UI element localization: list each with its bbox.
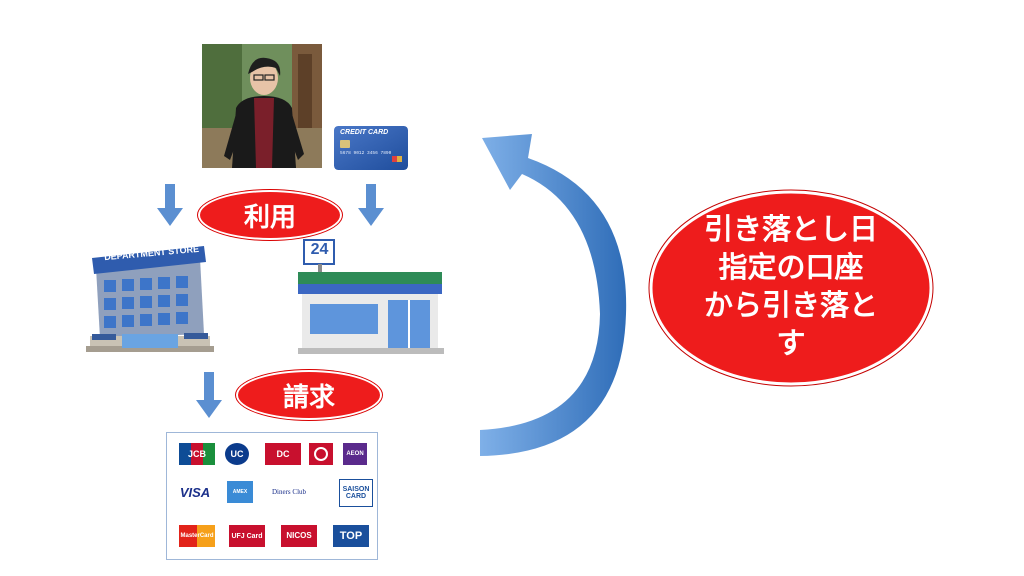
convenience-store-sign: 24 <box>310 241 329 258</box>
jcb-logo-icon: JCB <box>179 443 215 465</box>
dc-logo-icon: DC <box>265 443 301 465</box>
person-photo-icon <box>202 44 322 168</box>
uc-logo-icon: UC <box>225 443 249 465</box>
aeon-logo-icon: AEON <box>343 443 367 465</box>
nicos-logo-icon: NICOS <box>281 525 317 547</box>
tokyu-top-logo-icon: TOP <box>333 525 369 547</box>
curved-arrow-icon <box>480 134 627 456</box>
saison-logo-icon: SAISON CARD <box>339 479 373 507</box>
withdrawal-circle <box>648 189 934 387</box>
mufg-logo-icon <box>309 443 333 465</box>
card-brands-panel: JCB UC DC AEON VISA AMEX Diners Club SAI… <box>166 432 378 560</box>
person-photo <box>202 44 322 168</box>
department-store: DEPARTMENT STORE <box>82 238 222 356</box>
card-number: 5678 9012 3456 7890 <box>340 151 392 156</box>
credit-card-icon <box>334 126 408 170</box>
amex-logo-icon: AMEX <box>227 481 253 503</box>
withdrawal-line-3: から引き落と <box>703 288 878 322</box>
withdrawal-line-4: す <box>776 326 806 360</box>
ufj-logo-icon: UFJ Card <box>229 525 265 547</box>
department-store-icon <box>86 246 214 352</box>
down-arrow-icon <box>157 184 183 226</box>
use-label: 利用 <box>198 190 342 240</box>
down-arrow-icon <box>358 184 384 226</box>
credit-card: CREDIT CARD 5678 9012 3456 7890 <box>334 126 408 170</box>
billing-label: 請求 <box>236 370 382 420</box>
diners-logo-icon: Diners Club <box>271 487 307 496</box>
convenience-store: 24 <box>298 236 444 356</box>
convenience-store-icon <box>298 239 444 354</box>
card-label: CREDIT CARD <box>340 129 389 136</box>
mastercard-logo-icon: MasterCard <box>179 525 215 547</box>
down-arrow-icon <box>196 372 222 418</box>
withdrawal-line-1: 引き落とし日 <box>703 212 878 246</box>
visa-logo-icon: VISA <box>179 484 211 500</box>
withdrawal-line-2: 指定の口座 <box>718 250 864 284</box>
